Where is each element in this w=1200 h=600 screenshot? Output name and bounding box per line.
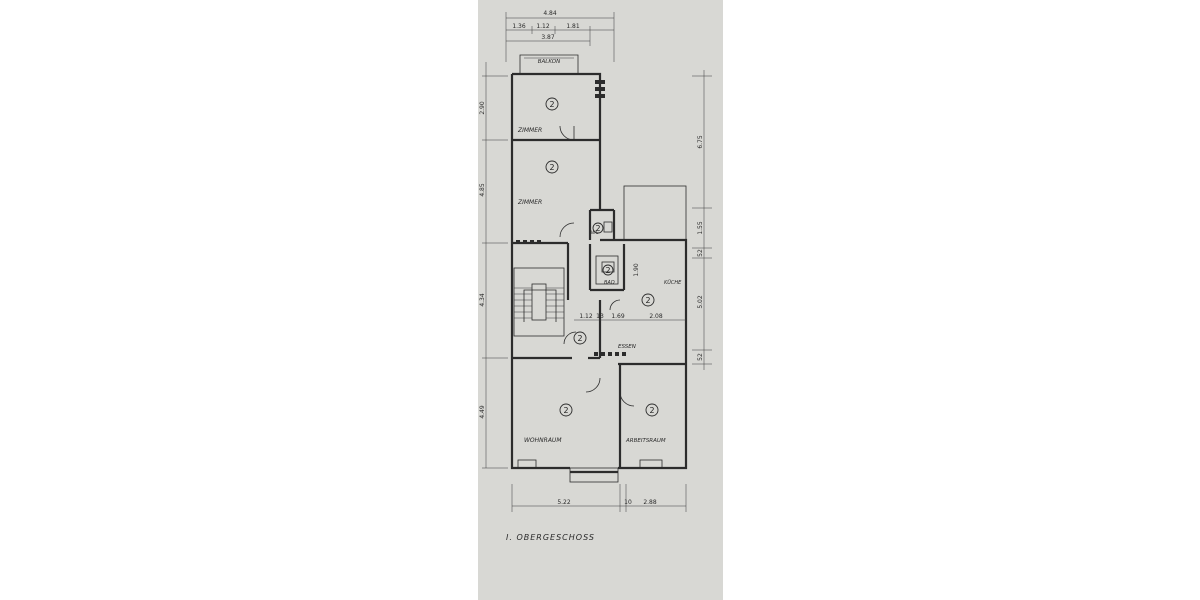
kueche-label: KÜCHE bbox=[664, 279, 682, 286]
dim-mid-c: 1.69 bbox=[611, 313, 625, 320]
dim-top-total: 4.84 bbox=[543, 10, 557, 17]
exterior-walls bbox=[510, 72, 688, 483]
room-marker-kueche: 2 bbox=[645, 296, 650, 305]
floor-title: I. OBERGESCHOSS bbox=[506, 533, 595, 542]
doors bbox=[559, 125, 635, 407]
dim-right-small-a: 52 bbox=[697, 249, 704, 257]
dim-bottom-b: 10 bbox=[624, 499, 632, 506]
dim-right-1: 6.75 bbox=[697, 135, 704, 149]
right-dimension-chain: 6.75 1.55 52 5.02 52 bbox=[692, 70, 712, 370]
top-dimension-chain: 4.84 1.36 1.12 1.81 3.87 bbox=[505, 10, 615, 62]
room-marker-essen: 2 bbox=[577, 334, 582, 343]
dim-bottom-c: 2.88 bbox=[643, 499, 657, 506]
toilet bbox=[603, 221, 613, 233]
bad-label: BAD bbox=[604, 280, 615, 286]
dim-right-small-b: 52 bbox=[697, 353, 704, 361]
wohnraum-label: WOHNRAUM bbox=[524, 437, 562, 444]
left-dimension-chain: 2.90 4.85 4.34 4.49 bbox=[479, 62, 508, 469]
dim-kitchen-height: 1.90 bbox=[633, 263, 640, 277]
floor-plan-drawing: 4.84 1.36 1.12 1.81 3.87 2.90 4.85 4.34 … bbox=[479, 10, 712, 542]
room-marker-wohnraum: 2 bbox=[563, 406, 568, 415]
plan-sheet: 4.84 1.36 1.12 1.81 3.87 2.90 4.85 4.34 … bbox=[478, 0, 723, 600]
room-marker-wc: 2 bbox=[595, 224, 600, 233]
room-markers: 2 2 2 2 2 2 2 2 bbox=[545, 97, 659, 417]
essen-label: ESSEN bbox=[618, 344, 636, 350]
room-marker-zimmer-top: 2 bbox=[549, 100, 554, 109]
room-marker-bad: 2 bbox=[605, 266, 610, 275]
dim-left-4: 4.49 bbox=[479, 405, 486, 419]
washbasin bbox=[601, 261, 615, 273]
balcony: BALKON bbox=[519, 54, 579, 74]
wc-label: WC bbox=[591, 230, 599, 236]
room-labels: ZIMMER ZIMMER WC BAD KÜCHE ESSEN WOHNRAU… bbox=[517, 127, 682, 444]
dim-mid-a: 1.12 bbox=[579, 313, 593, 320]
arbeitsraum-label: ARBEITSRAUM bbox=[625, 438, 666, 444]
staircase bbox=[513, 267, 565, 337]
dim-left-1: 2.90 bbox=[479, 101, 486, 115]
dim-top-a: 1.36 bbox=[512, 23, 526, 30]
room-marker-zimmer-mid: 2 bbox=[549, 163, 554, 172]
dim-bottom-a: 5.22 bbox=[557, 499, 571, 506]
bottom-dimension-chain: 5.22 10 2.88 bbox=[511, 484, 687, 512]
balkon-label: BALKON bbox=[538, 59, 561, 65]
bathtub bbox=[595, 255, 619, 285]
ventilation-marks bbox=[516, 80, 626, 356]
bath-fixtures bbox=[595, 221, 619, 285]
interior-walls bbox=[512, 138, 687, 468]
zimmer-mid-label: ZIMMER bbox=[517, 199, 542, 206]
dim-right-3: 5.02 bbox=[697, 295, 704, 309]
dim-top-b: 1.12 bbox=[536, 23, 550, 30]
zimmer-top-label: ZIMMER bbox=[517, 127, 542, 134]
dim-left-3: 4.34 bbox=[479, 293, 486, 307]
interior-dimension-chain: 1.12 13 1.69 2.08 1.90 bbox=[574, 263, 686, 321]
dim-top-c: 1.81 bbox=[566, 23, 580, 30]
dim-mid-d: 2.08 bbox=[649, 313, 663, 320]
dim-right-2: 1.55 bbox=[697, 221, 704, 235]
dim-balcony-width: 3.87 bbox=[541, 34, 555, 41]
dim-mid-b: 13 bbox=[596, 313, 604, 320]
dim-left-2: 4.85 bbox=[479, 183, 486, 197]
room-marker-arbeitsraum: 2 bbox=[649, 406, 654, 415]
